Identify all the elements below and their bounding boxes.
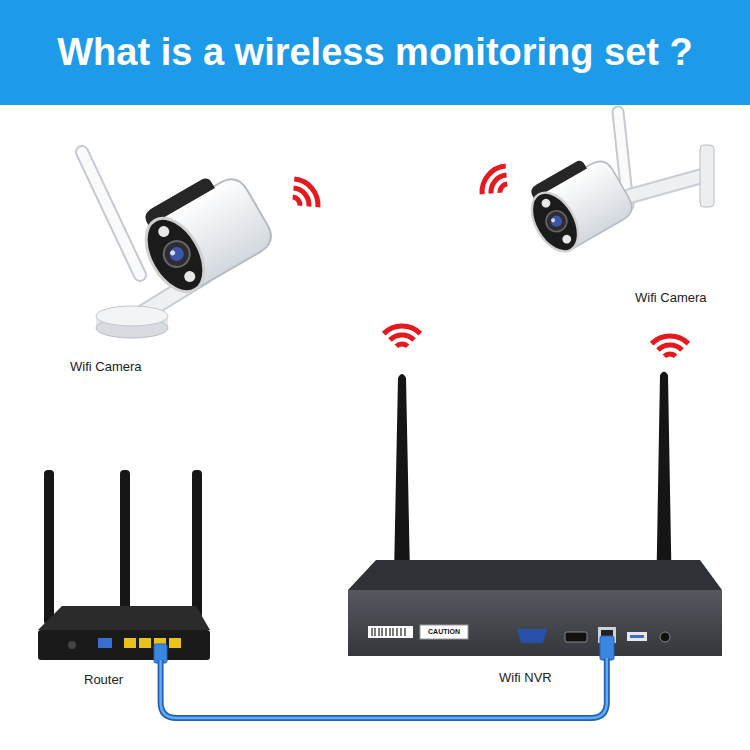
device-label: Wifi Camera	[635, 290, 707, 306]
wifi-nvr: Wifi NVR	[346, 368, 724, 658]
device-label: Router	[84, 672, 123, 688]
router: Router	[36, 468, 214, 660]
title-text: What is a wireless monitoring set ?	[0, 0, 750, 105]
cable-core	[161, 658, 607, 718]
wifi-camera: Wifi Camera	[490, 100, 725, 280]
network-cable	[161, 658, 607, 718]
device-label: Wifi Camera	[70, 359, 142, 375]
wifi-camera: Wifi Camera	[40, 145, 300, 345]
device-label: Wifi NVR	[499, 670, 552, 686]
cable-outline	[161, 658, 607, 718]
caution-sticker-text: CAUTION	[420, 625, 468, 639]
